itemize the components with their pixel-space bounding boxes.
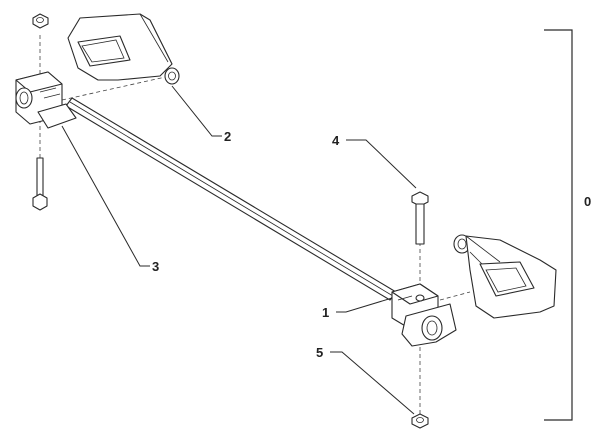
left-grip-cover [67, 13, 180, 85]
bolt-right [411, 191, 429, 245]
hex-nut-bottom [411, 413, 429, 429]
hex-nut-top [32, 13, 49, 29]
callout-4: 4 [332, 133, 340, 148]
assembly-bracket [544, 29, 573, 421]
callout-3: 3 [152, 259, 159, 274]
callout-labels: 0 1 2 3 4 5 [152, 129, 591, 360]
right-clamp [391, 283, 457, 347]
right-grip-cover [453, 234, 557, 319]
assembly-axes [39, 35, 471, 420]
callout-1: 1 [322, 305, 329, 320]
leader-lines [61, 85, 417, 415]
left-clamp [15, 71, 77, 129]
callout-2: 2 [224, 129, 231, 144]
callout-0: 0 [584, 194, 591, 209]
bolt-left [32, 157, 48, 211]
callout-5: 5 [316, 345, 323, 360]
